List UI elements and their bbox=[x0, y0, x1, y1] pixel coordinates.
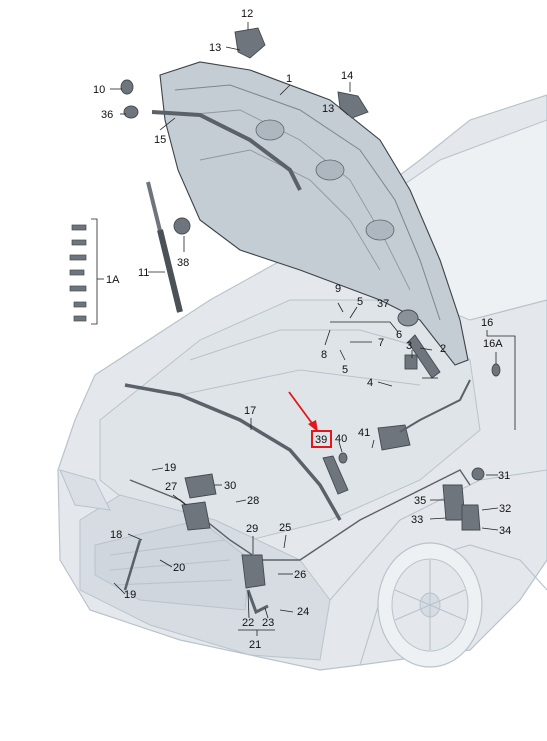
leader-lines bbox=[91, 22, 516, 636]
label-26[interactable]: 26 bbox=[294, 569, 306, 581]
label-20[interactable]: 20 bbox=[173, 562, 185, 574]
label-23[interactable]: 23 bbox=[262, 617, 274, 629]
label-8[interactable]: 8 bbox=[321, 349, 327, 361]
label-24[interactable]: 24 bbox=[297, 606, 309, 618]
label-14[interactable]: 14 bbox=[341, 70, 353, 82]
label-33[interactable]: 33 bbox=[411, 514, 423, 526]
label-15[interactable]: 15 bbox=[154, 134, 166, 146]
label-34[interactable]: 34 bbox=[499, 525, 511, 537]
label-32[interactable]: 32 bbox=[499, 503, 511, 515]
label-19b[interactable]: 19 bbox=[124, 589, 136, 601]
label-19a[interactable]: 19 bbox=[164, 462, 176, 474]
label-10[interactable]: 10 bbox=[93, 84, 105, 96]
highlight-box bbox=[311, 430, 332, 448]
callout-labels: 1 1A 2 3 4 5 5 6 7 8 9 10 11 12 13 13 14… bbox=[93, 8, 511, 651]
label-29[interactable]: 29 bbox=[246, 523, 258, 535]
parts bbox=[69, 27, 501, 615]
label-39[interactable]: 39 bbox=[315, 434, 327, 446]
label-1[interactable]: 1 bbox=[286, 73, 292, 85]
label-36[interactable]: 36 bbox=[101, 109, 113, 121]
label-21[interactable]: 21 bbox=[249, 639, 261, 651]
label-27[interactable]: 27 bbox=[165, 481, 177, 493]
label-1a[interactable]: 1A bbox=[106, 274, 120, 286]
label-5b[interactable]: 5 bbox=[342, 364, 348, 376]
label-4[interactable]: 4 bbox=[367, 377, 373, 389]
label-13a[interactable]: 13 bbox=[209, 42, 221, 54]
label-31[interactable]: 31 bbox=[498, 470, 510, 482]
label-30[interactable]: 30 bbox=[224, 480, 236, 492]
label-25[interactable]: 25 bbox=[279, 522, 291, 534]
label-40[interactable]: 40 bbox=[335, 433, 347, 445]
label-38[interactable]: 38 bbox=[177, 257, 189, 269]
highlight-arrow bbox=[288, 391, 318, 432]
label-9[interactable]: 9 bbox=[335, 283, 341, 295]
label-11[interactable]: 11 bbox=[138, 267, 149, 279]
label-22[interactable]: 22 bbox=[242, 617, 254, 629]
label-35[interactable]: 35 bbox=[414, 495, 426, 507]
label-12[interactable]: 12 bbox=[241, 8, 253, 20]
label-41[interactable]: 41 bbox=[358, 427, 370, 439]
label-16[interactable]: 16 bbox=[481, 317, 493, 329]
label-7[interactable]: 7 bbox=[378, 337, 384, 349]
label-6[interactable]: 6 bbox=[396, 329, 402, 341]
label-16a[interactable]: 16A bbox=[483, 338, 503, 350]
label-37[interactable]: 37 bbox=[377, 298, 389, 310]
label-5a[interactable]: 5 bbox=[357, 296, 363, 308]
label-2[interactable]: 2 bbox=[440, 343, 446, 355]
label-28[interactable]: 28 bbox=[247, 495, 259, 507]
label-17[interactable]: 17 bbox=[244, 405, 256, 417]
hood bbox=[159, 61, 469, 366]
label-13b[interactable]: 13 bbox=[322, 103, 334, 115]
label-3[interactable]: 3 bbox=[406, 340, 412, 352]
label-18[interactable]: 18 bbox=[110, 529, 122, 541]
